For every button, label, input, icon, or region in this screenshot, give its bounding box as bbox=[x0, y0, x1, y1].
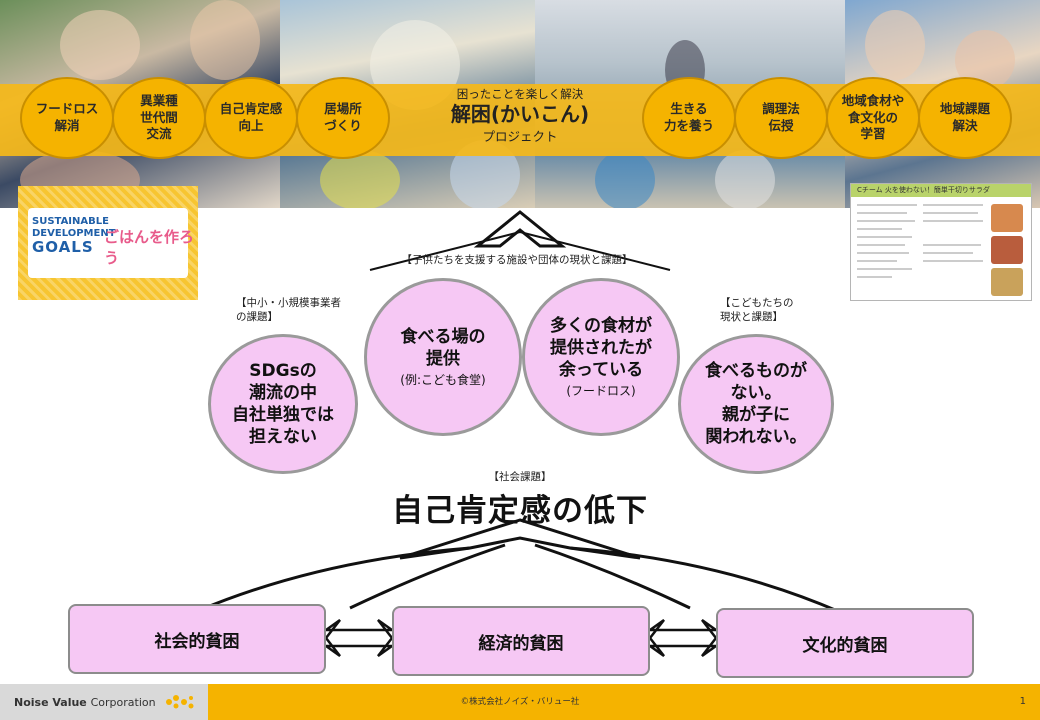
project-name: 解困(かいこん) bbox=[450, 102, 590, 126]
benefit-place-making: 居場所 づくり bbox=[296, 77, 390, 159]
social-issue-label: 【社会課題】 bbox=[488, 471, 552, 483]
page-number: 1 bbox=[1019, 696, 1026, 707]
up-arrow-project bbox=[473, 210, 567, 248]
company-mark-icon bbox=[165, 695, 194, 709]
company-logo: Noise Value Corporation bbox=[0, 684, 208, 720]
project-title: 困ったことを楽しく解決 解困(かいこん) プロジェクト bbox=[405, 86, 635, 145]
benefit-self-esteem: 自己肯定感 向上 bbox=[204, 77, 298, 159]
food-photo bbox=[991, 268, 1023, 296]
project-suffix: プロジェクト bbox=[482, 129, 558, 144]
issue-circle-sdgs: SDGsの 潮流の中 自社単独では 担えない bbox=[208, 334, 358, 474]
project-subtitle: 困ったことを楽しく解決 bbox=[456, 87, 584, 101]
recipe-card: Cチーム 火を使わない！簡単干切りサラダ bbox=[850, 183, 1032, 301]
recipe-title: 火を使わない！簡単干切りサラダ bbox=[884, 186, 990, 194]
benefit-life-skills: 生きる 力を養う bbox=[642, 77, 736, 159]
box-economic-poverty: 経済的貧困 bbox=[392, 606, 650, 676]
benefit-cross-generation: 異業種 世代間 交流 bbox=[112, 77, 206, 159]
copyright: ©株式会社ノイズ・バリュー社 bbox=[460, 697, 580, 707]
double-arrow-left bbox=[322, 618, 396, 658]
sdgs-logo-text: SUSTAINABLE DEVELOPMENT GOALS bbox=[32, 216, 116, 256]
box-social-poverty: 社会的貧困 bbox=[68, 604, 326, 674]
issue-circle-eating-place: 食べる場の 提供 (例:こども食堂) bbox=[364, 278, 522, 436]
benefit-cooking-methods: 調理法 伝授 bbox=[734, 77, 828, 159]
food-photo bbox=[991, 204, 1023, 232]
main-heading: 自己肯定感の低下 bbox=[392, 493, 648, 529]
gohan-logo: ごはんを作ろう bbox=[104, 228, 195, 267]
benefit-local-issues: 地域課題 解決 bbox=[918, 77, 1012, 159]
double-arrow-right bbox=[646, 618, 720, 658]
sme-issues-label: 【中小・小規模事業者 の課題】 bbox=[236, 297, 341, 324]
company-name: Noise Value bbox=[14, 695, 87, 709]
company-suffix: Corporation bbox=[90, 695, 156, 709]
recipe-team: Cチーム bbox=[857, 186, 883, 194]
footer: Noise Value Corporation ©株式会社ノイズ・バリュー社 1 bbox=[0, 684, 1040, 720]
up-arrow-heading bbox=[399, 518, 641, 560]
support-orgs-label: 【子供たちを支援する施設や団体の現状と課題】 bbox=[401, 254, 633, 266]
issue-circle-food-loss: 多くの食材が 提供されたが 余っている (フードロス) bbox=[522, 278, 680, 436]
issue-circle-no-food: 食べるものが ない。 親が子に 関われない。 bbox=[678, 334, 834, 474]
benefit-food-loss: フードロス 解消 bbox=[20, 77, 114, 159]
benefit-local-food-culture: 地域食材や 食文化の 学習 bbox=[826, 77, 920, 159]
children-issues-label: 【こどもたちの 現状と課題】 bbox=[720, 297, 794, 324]
box-cultural-poverty: 文化的貧困 bbox=[716, 608, 974, 678]
food-photo bbox=[991, 236, 1023, 264]
sdgs-badge: SUSTAINABLE DEVELOPMENT GOALS ごはんを作ろう bbox=[18, 186, 198, 300]
